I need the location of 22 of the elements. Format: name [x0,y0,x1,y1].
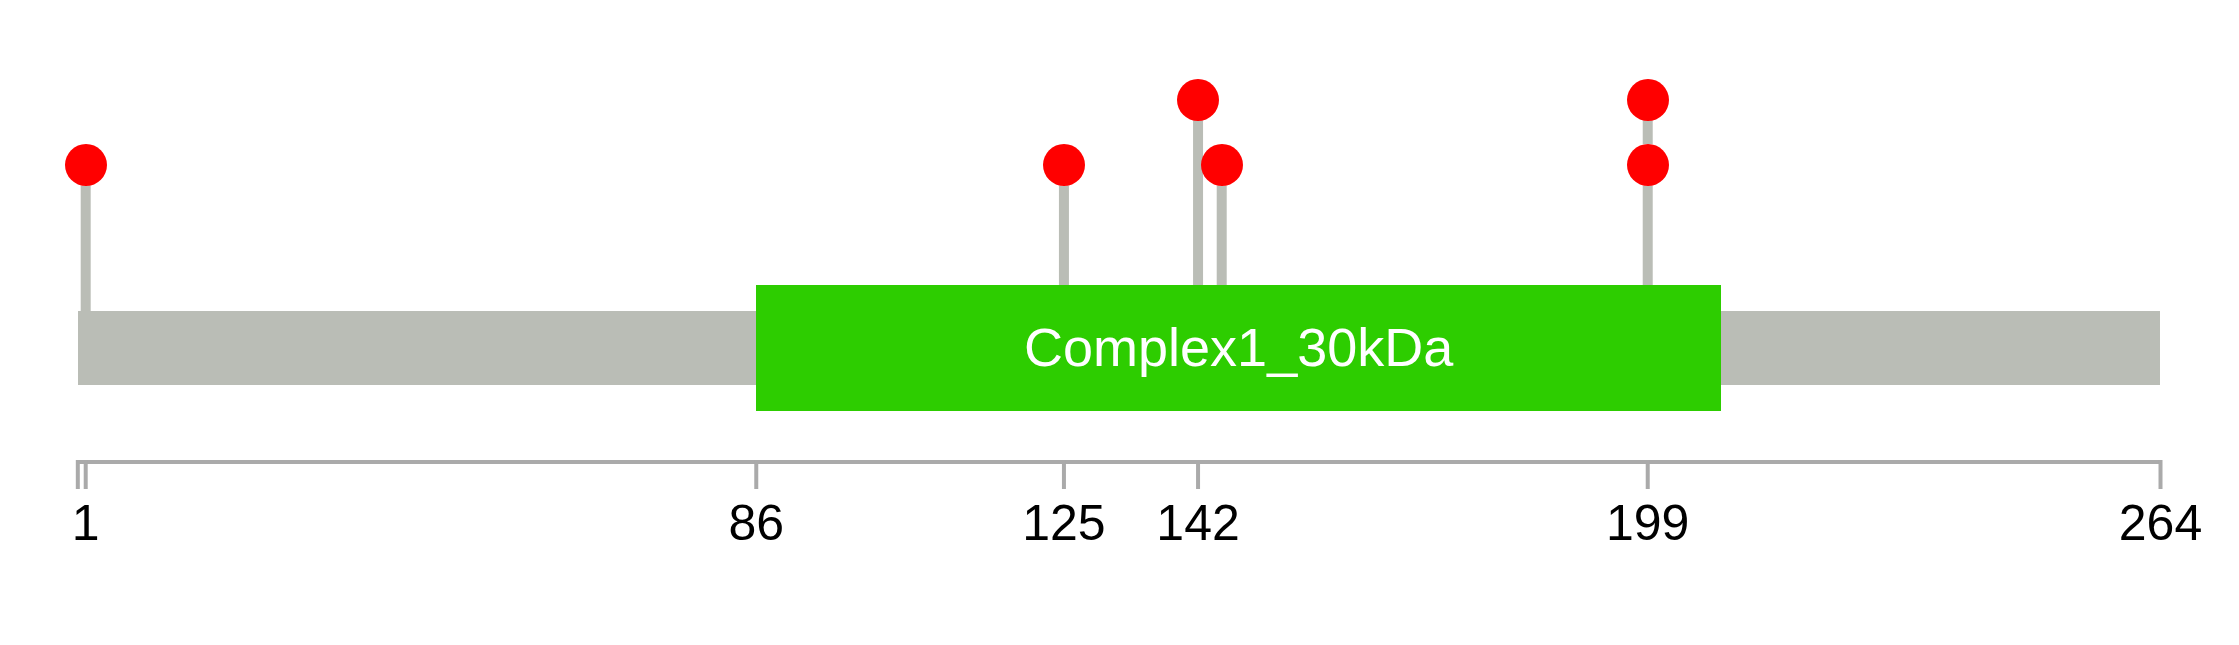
protein-backbone-bar [1721,311,2161,385]
tick-label: 142 [1156,497,1240,550]
lollipop-stem [1216,186,1227,285]
lollipop-dot-icon [1042,144,1085,186]
lollipop-stem [1642,186,1653,285]
domain-box [756,285,1722,411]
tick-label: 264 [2118,497,2203,550]
lollipop-stem [1193,120,1204,285]
lollipop-stem [1642,120,1653,144]
tick-label: 199 [1606,497,1690,550]
lollipop-dot-icon [1177,78,1220,121]
lollipop-stem [80,186,91,311]
lollipop-stem [1058,186,1069,285]
lollipop-dot-icon [1626,144,1669,186]
lollipop-dot-icon [1200,144,1243,186]
lollipop-dot-icon [1626,78,1669,121]
tick-label: 86 [728,497,785,550]
protein-backbone-bar [77,311,757,385]
lollipop-dot-icon [64,144,107,186]
tick-label: 125 [1022,497,1106,550]
domain-label: Complex1_30kDa [1024,318,1454,378]
tick-label: 1 [71,497,100,550]
